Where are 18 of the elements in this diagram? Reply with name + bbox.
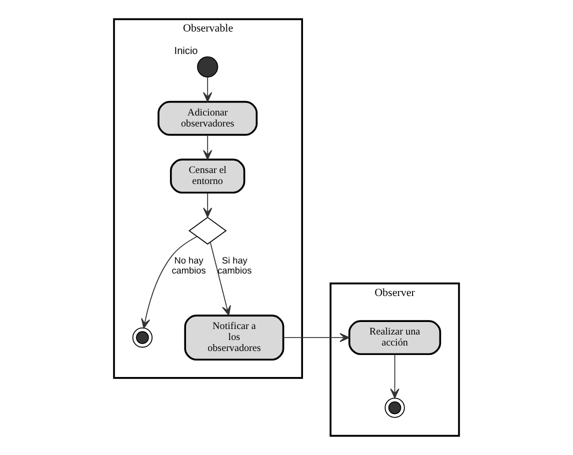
node-box: Realizar una acción: [348, 320, 442, 356]
node-circle: [384, 398, 405, 418]
arrow: [141, 236, 198, 329]
node-box: Censar el entorno: [170, 158, 246, 194]
arrow: [203, 192, 212, 218]
arrow: [203, 134, 212, 160]
edge-label: Si hay cambios: [218, 255, 252, 276]
node-label: Inicio: [174, 46, 198, 57]
node-circle: [197, 56, 218, 78]
node-box: Adicionar observadores: [158, 100, 258, 136]
edge-label: No hay cambios: [172, 255, 206, 276]
arrow: [210, 242, 231, 316]
arrow: [203, 76, 212, 102]
node-circle: [132, 328, 153, 348]
arrow: [282, 333, 350, 342]
node-box: Notificar a los observadores: [184, 314, 284, 361]
node-diamond: [188, 216, 227, 245]
arrow: [390, 354, 400, 398]
